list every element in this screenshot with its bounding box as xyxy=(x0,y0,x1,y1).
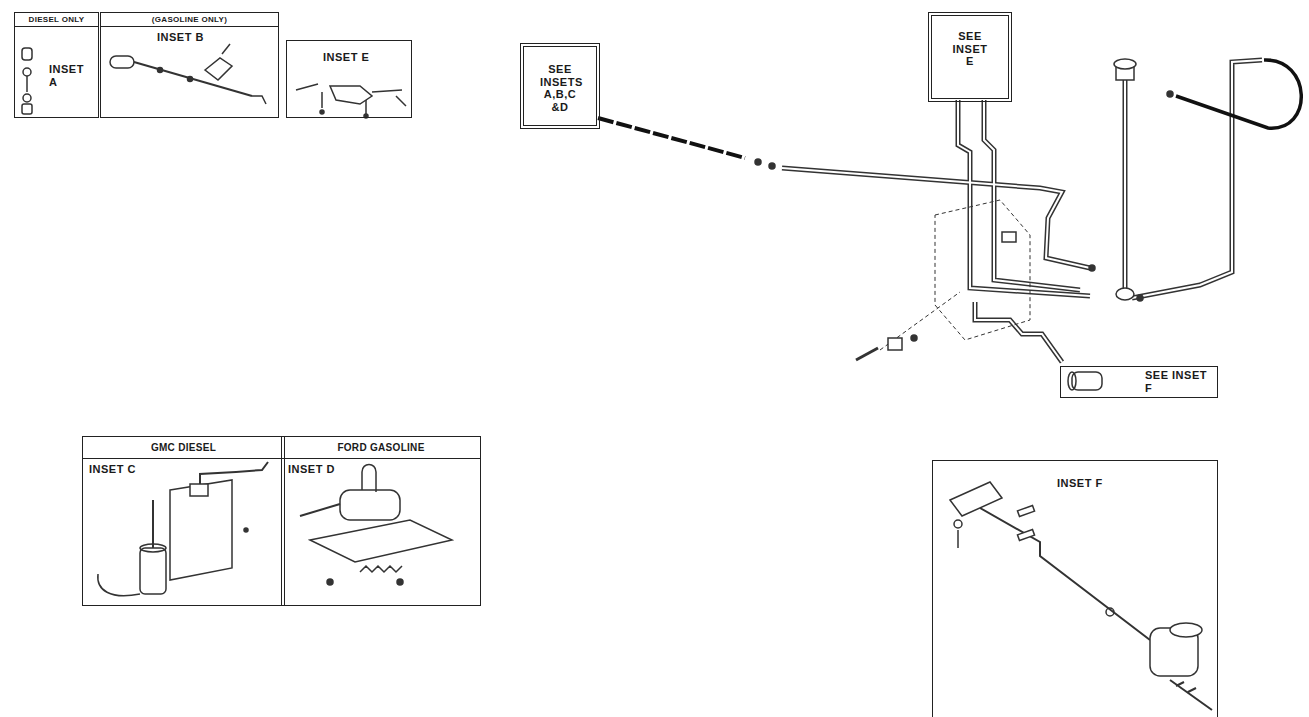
inset-label: INSET D xyxy=(288,463,368,476)
inset-label: INSET F xyxy=(1057,477,1147,490)
inset-box: FORD GASOLINE INSET D xyxy=(281,436,481,606)
inset-label: INSET E xyxy=(323,51,403,64)
inset-label: SEE INSET E xyxy=(952,30,988,68)
inset-label: SEE INSET F xyxy=(1145,369,1207,394)
inset-box: GMC DIESEL INSET C xyxy=(82,436,285,606)
inset-header: GMC DIESEL xyxy=(83,437,284,459)
inset-label: INSET B xyxy=(157,31,237,44)
inset-header: (GASOLINE ONLY) xyxy=(101,13,278,27)
inset-box: INSET F xyxy=(932,460,1218,717)
callout-box: SEE INSETS A,B,C &D xyxy=(520,43,600,129)
inset-header: DIESEL ONLY xyxy=(15,13,98,27)
inset-box: INSET E xyxy=(286,40,412,118)
inset-header: FORD GASOLINE xyxy=(282,437,480,459)
callout-box: SEE INSET E xyxy=(928,12,1012,102)
inset-label: INSET A xyxy=(49,63,89,88)
inset-box: (GASOLINE ONLY) INSET B xyxy=(100,12,279,118)
inset-label: INSET C xyxy=(89,463,169,476)
inset-box: DIESEL ONLY INSET A xyxy=(14,12,99,118)
inset-label: SEE INSETS A,B,C &D xyxy=(540,63,580,114)
callout-box: SEE INSET F xyxy=(1060,366,1218,398)
